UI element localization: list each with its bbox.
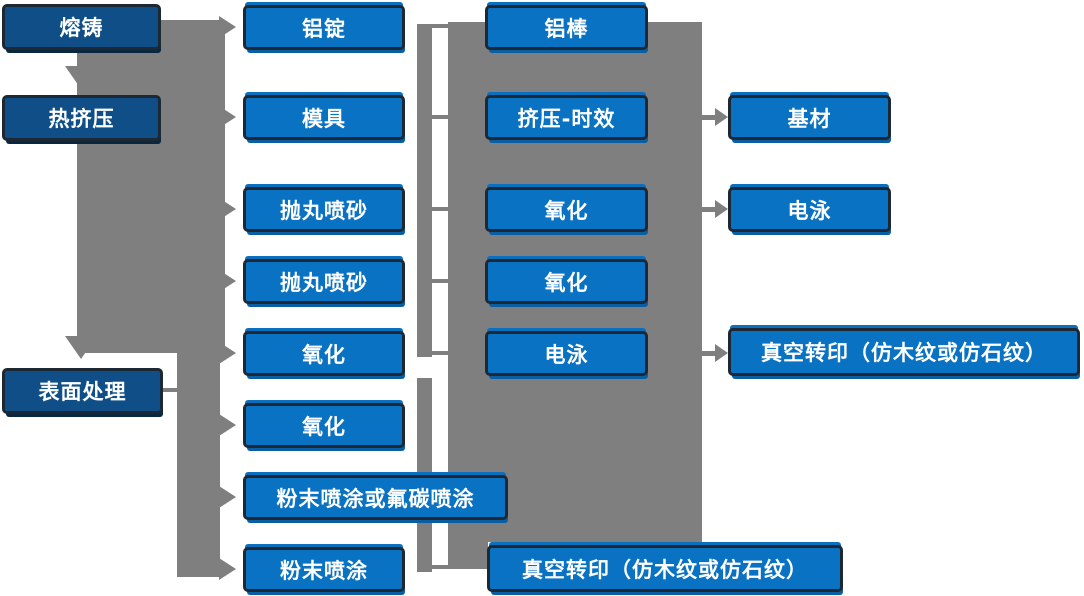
node-oxidation-1-label: 氧化: [302, 342, 346, 367]
bridge-line-row2: [432, 115, 448, 119]
node-electrophoresis-1: 电泳: [485, 331, 648, 376]
node-oxidation-3: 氧化: [485, 187, 648, 232]
node-vacuum-transfer-print-bottom-label: 真空转印（仿木纹或仿石纹）: [522, 557, 808, 582]
node-extrusion-aging: 挤压-时效: [485, 95, 648, 140]
arrow-to-base-material-stem: [702, 115, 715, 120]
node-base-material-label: 基材: [787, 106, 832, 131]
node-shot-blasting-sandblast-2-label: 抛丸喷砂: [280, 270, 368, 295]
node-powder-or-fluorocarbon-coating: 粉末喷涂或氟碳喷涂: [243, 475, 508, 520]
bridge-line-row1: [432, 24, 448, 28]
node-shot-blasting-sandblast-1-label: 抛丸喷砂: [280, 198, 368, 223]
node-vacuum-transfer-print-bottom: 真空转印（仿木纹或仿石纹）: [487, 545, 843, 592]
arrow-extrusion-to-surface-treatment-icon: [65, 336, 97, 359]
node-mold-label: 模具: [302, 106, 346, 131]
bridge-line-row8: [432, 565, 448, 569]
bridge-line-row4: [432, 279, 448, 283]
node-aluminum-rod: 铝棒: [485, 5, 648, 50]
node-powder-or-fluorocarbon-coating-label: 粉末喷涂或氟碳喷涂: [276, 486, 475, 511]
node-surface-treatment: 表面处理: [2, 368, 163, 414]
arrow-to-shot-blasting-1-icon: [219, 198, 236, 220]
surface-treatment-link: [163, 388, 177, 392]
node-powder-coating-label: 粉末喷涂: [280, 558, 368, 583]
node-powder-coating: 粉末喷涂: [243, 547, 405, 592]
bridge-line-row3: [432, 207, 448, 211]
arrow-to-electrophoresis-2-icon: [715, 200, 728, 218]
arrow-to-base-material-icon: [715, 108, 728, 126]
arrow-melt-to-hot-extrusion-icon: [65, 66, 97, 89]
arrow-to-powder-fluoro-icon: [219, 486, 236, 508]
arrow-to-aluminum-ingot-icon: [219, 16, 236, 38]
node-hot-extrusion: 热挤压: [2, 95, 161, 141]
node-oxidation-1: 氧化: [243, 331, 405, 376]
arrow-to-vacuum-transfer-right-stem: [702, 351, 715, 356]
node-oxidation-4: 氧化: [485, 259, 648, 304]
node-electrophoresis-2: 电泳: [728, 187, 891, 232]
node-aluminum-ingot: 铝锭: [243, 5, 405, 50]
node-melt-casting: 熔铸: [2, 4, 161, 50]
node-base-material: 基材: [728, 95, 891, 140]
node-oxidation-3-label: 氧化: [544, 198, 589, 223]
node-surface-treatment-label: 表面处理: [38, 380, 127, 404]
node-hot-extrusion-label: 热挤压: [48, 107, 115, 131]
arrow-to-vacuum-transfer-right-icon: [715, 344, 728, 362]
arrow-to-oxidation-1-icon: [219, 342, 236, 364]
node-oxidation-2-label: 氧化: [302, 414, 346, 439]
band-left-lower: [177, 345, 220, 577]
node-shot-blasting-sandblast-2: 抛丸喷砂: [243, 259, 405, 304]
arrow-to-powder-coating-icon: [219, 558, 236, 580]
node-electrophoresis-1-label: 电泳: [544, 342, 589, 367]
bridge-line-row5: [432, 351, 448, 355]
node-melt-casting-label: 熔铸: [59, 16, 104, 40]
arrow-to-shot-blasting-2-icon: [219, 270, 236, 292]
node-oxidation-4-label: 氧化: [544, 270, 589, 295]
node-extrusion-aging-label: 挤压-时效: [517, 106, 616, 131]
block-right-foot: [448, 542, 488, 569]
node-shot-blasting-sandblast-1: 抛丸喷砂: [243, 187, 405, 232]
band-left-main: [77, 20, 225, 353]
arrow-to-oxidation-2-icon: [219, 414, 236, 436]
bar-middle-upper: [417, 24, 432, 357]
arrow-to-electrophoresis-2-stem: [702, 207, 715, 212]
node-aluminum-rod-label: 铝棒: [544, 16, 589, 41]
arrow-to-mold-icon: [219, 106, 236, 128]
node-vacuum-transfer-print-right-label: 真空转印（仿木纹或仿石纹）: [761, 341, 1047, 365]
node-oxidation-2: 氧化: [243, 403, 405, 448]
node-mold: 模具: [243, 95, 405, 140]
node-aluminum-ingot-label: 铝锭: [302, 16, 346, 41]
node-electrophoresis-2-label: 电泳: [787, 198, 832, 223]
node-vacuum-transfer-print-right: 真空转印（仿木纹或仿石纹）: [728, 328, 1080, 376]
